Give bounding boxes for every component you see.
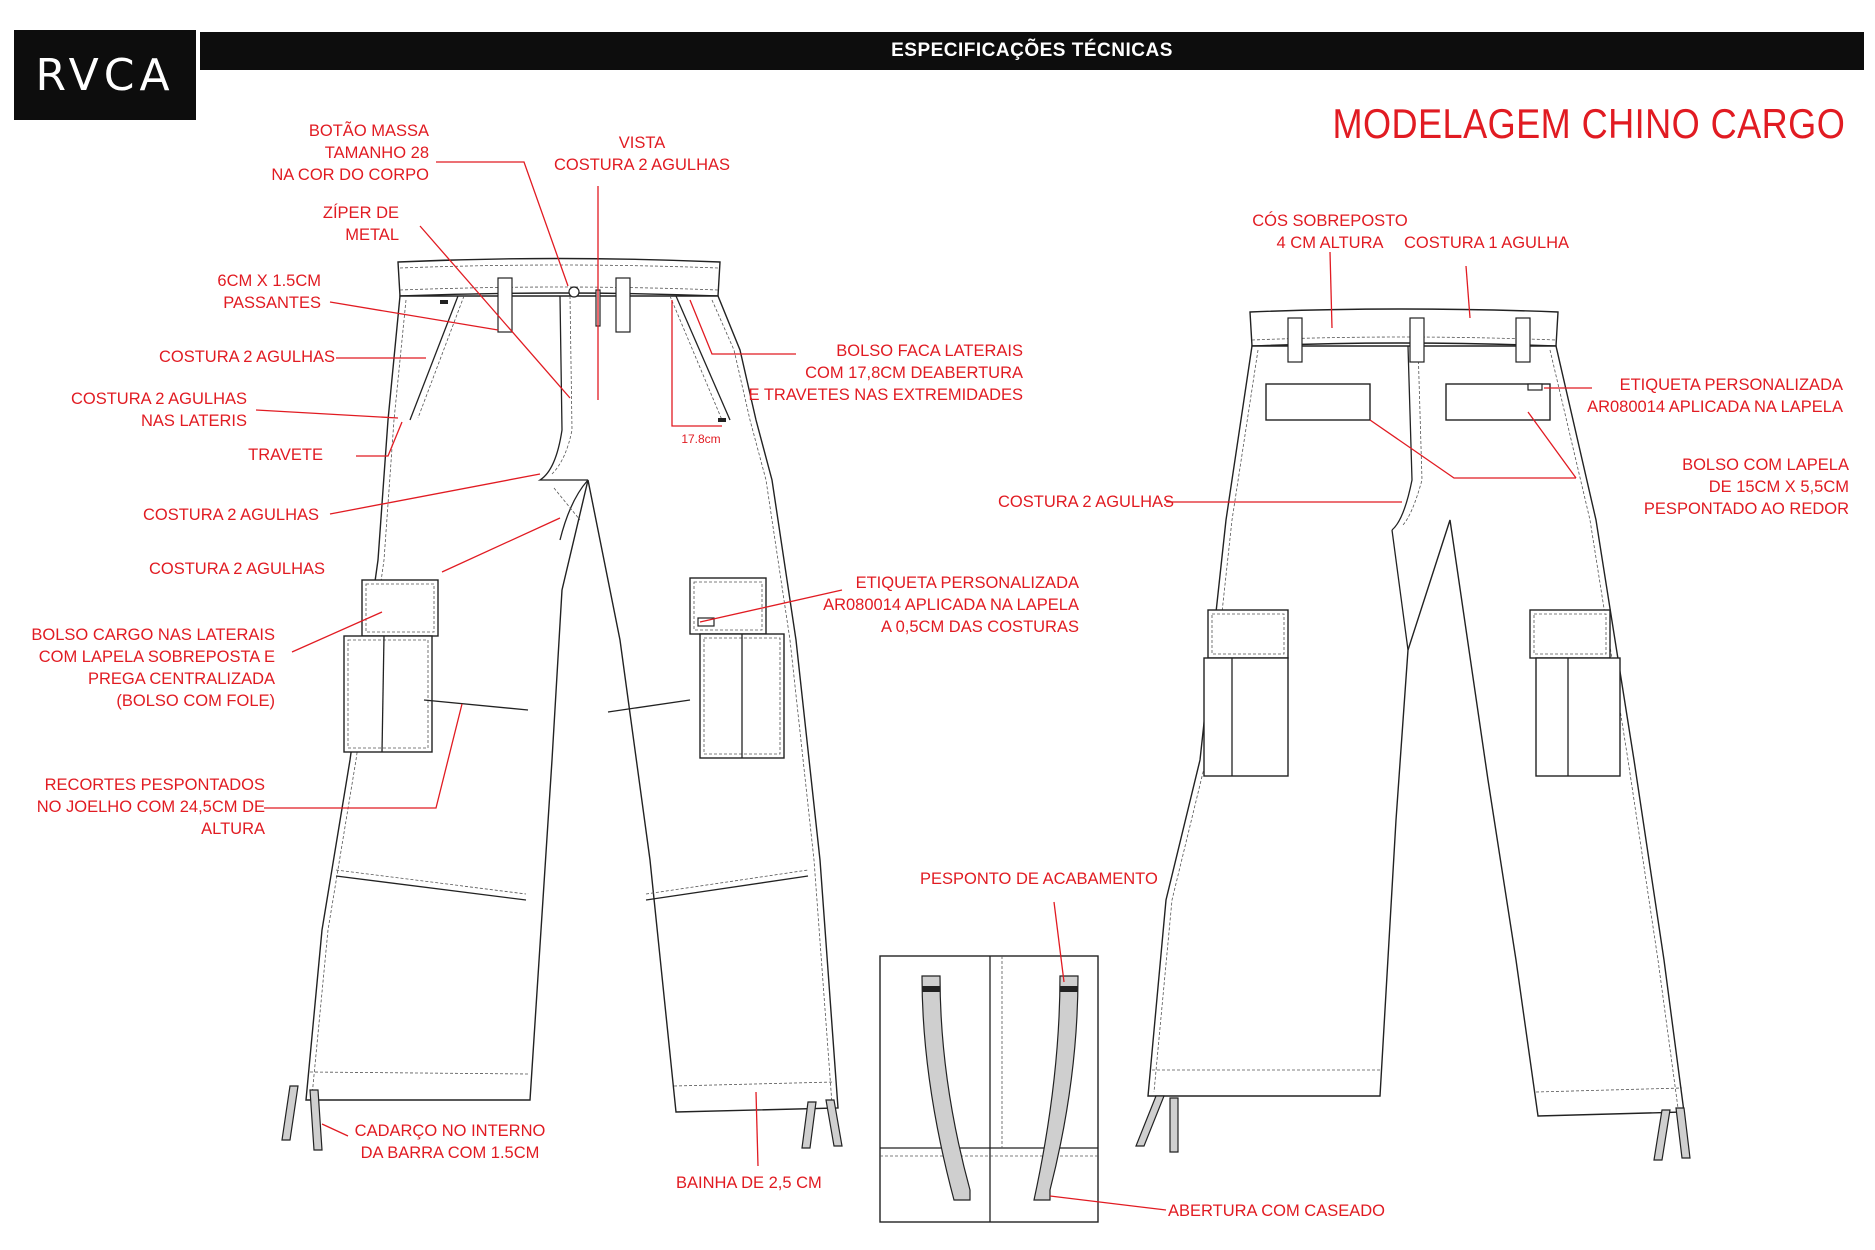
front-hem-cord-1: [281, 1085, 299, 1141]
label-etiqueta-frente: ETIQUETA PERSONALIZADA AR080014 APLICADA…: [823, 574, 1079, 636]
header-bar-title: ESPECIFICAÇÕES TÉCNICAS: [891, 40, 1173, 61]
label-bolso-cargo: BOLSO CARGO NAS LATERAIS COM LAPELA SOBR…: [31, 626, 275, 710]
label-pesponto: PESPONTO DE ACABAMENTO: [920, 870, 1158, 888]
label-travete: TRAVETE: [248, 446, 323, 464]
label-costura-laterais: COSTURA 2 AGULHAS NAS LATERIS: [70, 390, 247, 430]
label-costura-2-agulhas-3: COSTURA 2 AGULHAS: [148, 560, 325, 578]
label-costura-2-agulhas-costas: COSTURA 2 AGULHAS: [998, 493, 1175, 511]
back-view: [1135, 308, 1691, 1161]
front-rvca-tag: [697, 617, 715, 627]
label-bolso-lapela: BOLSO COM LAPELA DE 15CM X 5,5CM PESPONT…: [1643, 456, 1849, 518]
front-cargo-flap-left: [361, 579, 439, 637]
page-title: MODELAGEM CHINO CARGO: [1332, 100, 1845, 147]
label-costura-1-agulha: COSTURA 1 AGULHA: [1404, 234, 1570, 252]
label-recortes: RECORTES PESPONTADOS NO JOELHO COM 24,5C…: [36, 776, 265, 838]
front-belt-loop-right: [615, 277, 631, 333]
label-abertura: ABERTURA COM CASEADO: [1168, 1202, 1385, 1220]
back-body: [1147, 345, 1685, 1117]
front-waistband: [397, 257, 721, 297]
label-bolso-faca-dimension: 17.8cm: [681, 432, 721, 446]
front-body: [305, 295, 839, 1113]
label-passantes: 6CM X 1.5CM PASSANTES: [217, 272, 321, 312]
front-view: [281, 257, 843, 1151]
hem-detail-view: [879, 955, 1099, 1223]
leader-lines: [255, 161, 1592, 1211]
label-botao-massa: BOTÃO MASSA TAMANHO 28 NA COR DO CORPO: [271, 122, 429, 184]
label-vista: VISTA COSTURA 2 AGULHAS: [553, 134, 731, 174]
back-rvca-tag: [1527, 383, 1543, 391]
label-cos-sobreposto: CÓS SOBREPOSTO 4 CM ALTURA: [1252, 212, 1408, 252]
detail-strap-right: [1033, 975, 1079, 1201]
front-hem-cord-2: [309, 1089, 323, 1151]
front-hem-cord-3: [801, 1101, 817, 1149]
detail-strap-left: [921, 975, 971, 1201]
label-cadarco: CADARÇO NO INTERNO DA BARRA COM 1.5CM: [354, 1122, 546, 1162]
label-costura-2-agulhas-1: COSTURA 2 AGULHAS: [158, 348, 335, 366]
rvca-logo: RVCA: [14, 30, 196, 120]
label-etiqueta-costas: ETIQUETA PERSONALIZADA AR080014 APLICADA…: [1587, 376, 1843, 416]
back-pocket-flap-left: [1265, 383, 1371, 421]
label-ziper: ZÍPER DE METAL: [322, 204, 399, 244]
label-costura-2-agulhas-2: COSTURA 2 AGULHAS: [142, 506, 319, 524]
label-bainha: BAINHA DE 2,5 CM: [676, 1174, 822, 1192]
label-bolso-faca: BOLSO FACA LATERAIS COM 17,8CM DEABERTUR…: [748, 342, 1023, 404]
front-hem-cord-4: [825, 1099, 843, 1147]
front-button: [568, 286, 580, 298]
header-bar: ESPECIFICAÇÕES TÉCNICAS: [200, 32, 1864, 70]
front-cargo-pocket-left: [343, 635, 433, 753]
